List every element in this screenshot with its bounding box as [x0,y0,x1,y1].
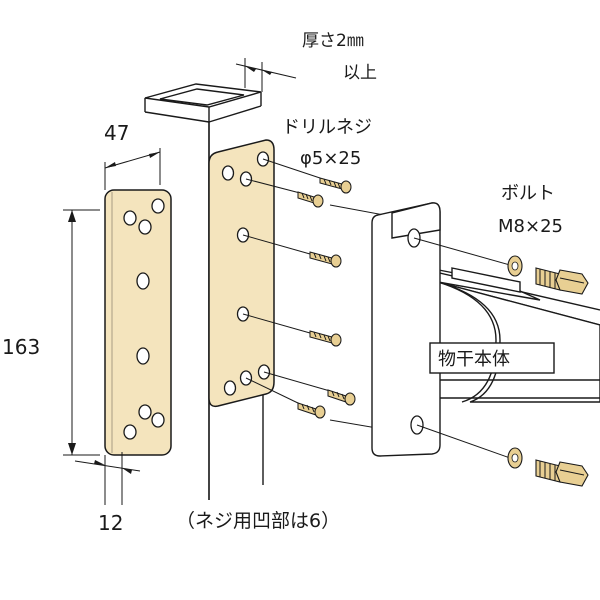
thickness-dimension-label: 12 [98,511,123,535]
thickness-label: 厚さ2㎜ [302,31,364,51]
reinforcement-plate-mounted [208,139,275,408]
screw-recess-note: （ネジ用凹部は6） [176,510,340,532]
drill-screws [242,158,356,419]
thickness-min-label: 以上 [343,63,377,83]
post-thickness-dimension [235,58,297,92]
reinforcement-plate-front [104,189,172,456]
width-label: 47 [104,121,129,145]
drill-screw-icon [297,402,326,419]
bolt-name-label: ボルト [501,183,555,204]
bolt-size-label: M8×25 [498,216,563,237]
width-dimension [104,148,161,190]
drill-screw-icon [327,389,356,406]
drill-screw-icon [297,191,324,208]
plate-thickness-dimension [74,452,141,505]
main-body-label: 物干本体 [438,349,510,370]
height-label: 163 [2,335,40,359]
drill-screw-icon [309,330,342,347]
screw-size-label: φ5×25 [300,148,361,169]
height-dimension [63,209,100,456]
screw-name-label: ドリルネジ [282,117,372,138]
dryer-main-body [329,202,600,457]
drill-screw-icon [319,177,352,194]
drill-screw-icon [309,251,342,268]
bolt-icon [507,447,589,487]
bolt-icon [507,255,589,295]
bolts [413,237,589,487]
